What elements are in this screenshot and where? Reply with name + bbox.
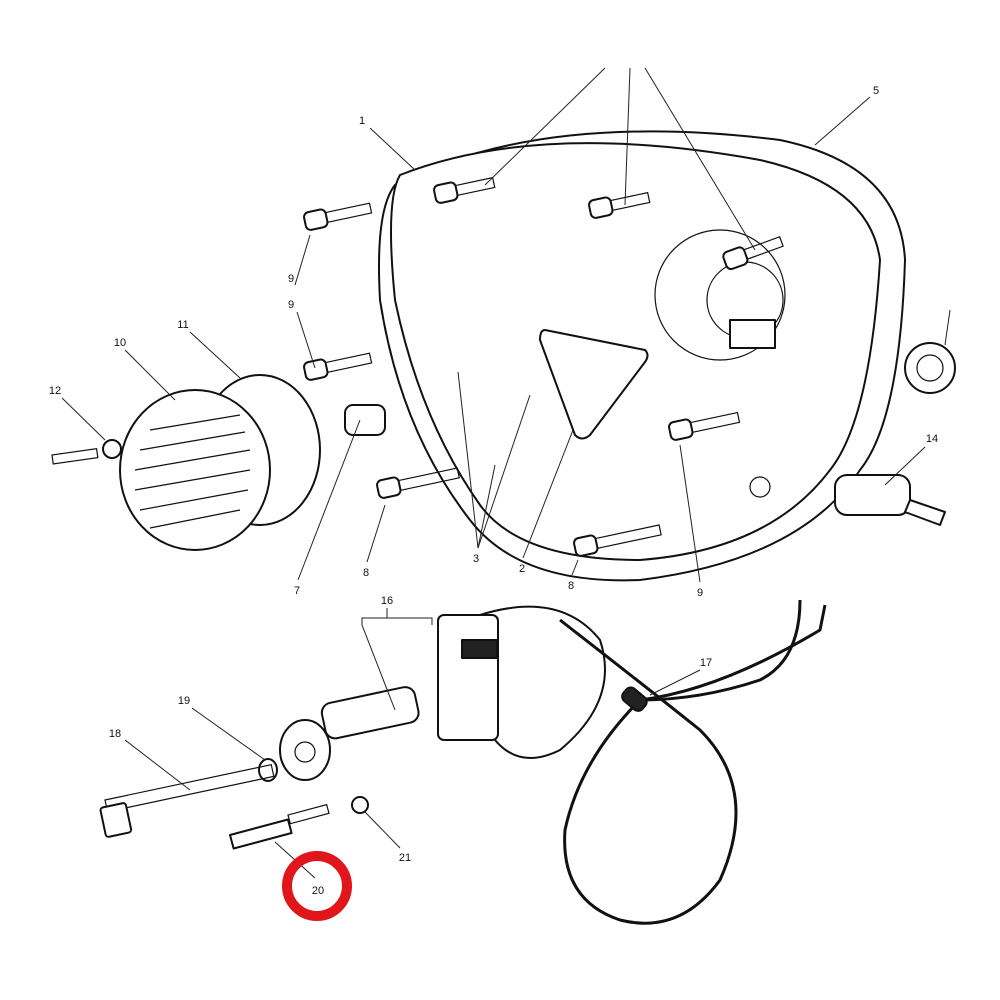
leader-lines	[61, 67, 951, 879]
callout-14: 14	[926, 433, 938, 445]
callout-20: 20	[312, 885, 324, 897]
callout-21: 21	[399, 852, 411, 864]
callout-10: 10	[114, 337, 126, 349]
cover-hole	[749, 476, 771, 498]
backplate-16	[479, 605, 606, 759]
callout-17: 17	[700, 657, 712, 669]
callout-11: 11	[177, 319, 188, 331]
washer-19	[258, 758, 278, 782]
callout-2: 2	[519, 563, 525, 575]
nut-12	[102, 439, 122, 459]
pickup-16	[437, 614, 499, 741]
callout-1: 1	[359, 115, 365, 127]
bolts	[303, 176, 784, 557]
callout-9c: 9	[697, 587, 703, 599]
callout-8a: 8	[363, 567, 369, 579]
wire-harness-17	[559, 599, 802, 925]
cam-key	[729, 319, 776, 349]
callout-16: 16	[381, 595, 393, 607]
stud-12	[51, 448, 99, 465]
grille-slots	[134, 414, 251, 529]
stud-20	[229, 818, 293, 850]
cover-boss	[654, 229, 786, 361]
plate-2	[539, 329, 649, 440]
callout-9b: 9	[288, 299, 294, 311]
callout-19: 19	[178, 695, 190, 707]
callout-5: 5	[873, 85, 879, 97]
callout-3: 3	[473, 553, 479, 565]
bolt-18	[104, 763, 275, 813]
highlight-ring	[282, 851, 352, 921]
callout-12: 12	[49, 385, 61, 397]
callout-18: 18	[109, 728, 121, 740]
washer-21	[351, 796, 369, 814]
oil-seal	[904, 342, 956, 394]
callout-7: 7	[294, 585, 300, 597]
spacer-7	[344, 404, 386, 436]
advance-unit	[320, 686, 420, 740]
grille-cover-10	[119, 389, 271, 551]
callout-9a: 9	[288, 273, 294, 285]
callout-8b: 8	[568, 580, 574, 592]
switch-14	[834, 474, 911, 516]
